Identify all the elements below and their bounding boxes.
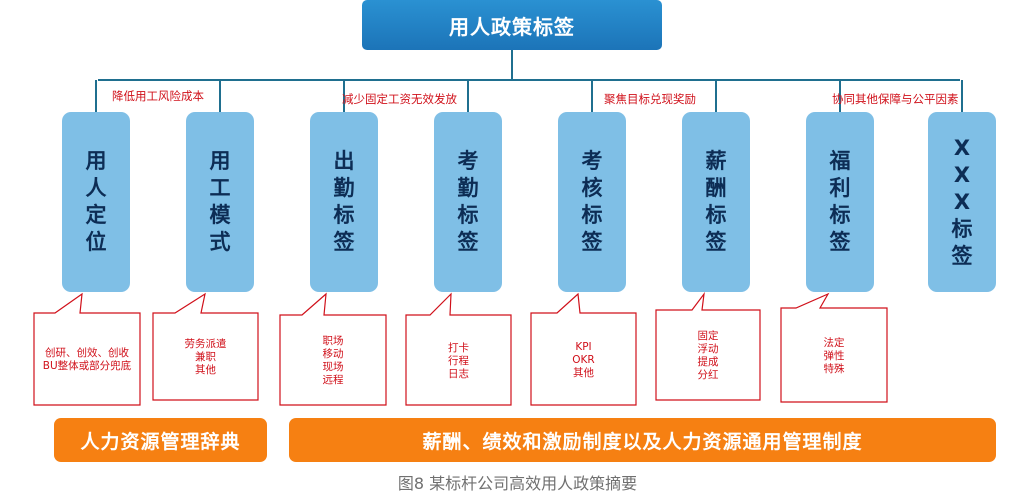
- callout-text: 职场 移动 现场 远程: [322, 335, 344, 386]
- dictionary-banner-text: 人力资源管理辞典: [80, 430, 241, 453]
- group-label: 减少固定工资无效发放: [342, 92, 457, 106]
- tag-connector: [219, 80, 221, 112]
- horizontal-connector: [98, 79, 960, 81]
- tag-box: 福利标签: [806, 112, 874, 292]
- policy-banner: 薪酬、绩效和激励制度以及人力资源通用管理制度: [289, 418, 996, 462]
- tag-connector: [839, 80, 841, 112]
- policy-banner-text: 薪酬、绩效和激励制度以及人力资源通用管理制度: [422, 430, 863, 453]
- callout-outline: [33, 292, 141, 406]
- tag-title: XXX标签: [951, 135, 973, 268]
- tag-title: 用人定位: [85, 149, 107, 254]
- callout-text: 打卡 行程 日志: [448, 341, 469, 380]
- root-connector: [511, 50, 513, 80]
- tag-box: 出勤标签: [310, 112, 378, 292]
- tag-box: 考核标签: [558, 112, 626, 292]
- group-label: 聚焦目标兑现奖励: [604, 92, 696, 106]
- dictionary-banner: 人力资源管理辞典: [54, 418, 267, 462]
- tag-title: 福利标签: [829, 149, 851, 254]
- tag-connector: [95, 80, 97, 112]
- callout-text: 固定 浮动 提成 分红: [697, 330, 719, 381]
- tag-title: 出勤标签: [333, 149, 355, 254]
- tag-title: 用工模式: [209, 149, 231, 254]
- callout-outline: [405, 292, 512, 406]
- root-title: 用人政策标签: [449, 14, 575, 39]
- tag-connector: [467, 80, 469, 112]
- figure-caption: 图8 某标杆公司高效用人政策摘要: [397, 474, 638, 493]
- tag-box: 考勤标签: [434, 112, 502, 292]
- tag-title: 薪酬标签: [705, 149, 727, 254]
- tag-box: 用工模式: [186, 112, 254, 292]
- callout-outline: [780, 292, 888, 403]
- tag-connector: [343, 80, 345, 112]
- tag-connector: [961, 80, 963, 112]
- tag-box: 用人定位: [62, 112, 130, 292]
- group-label: 降低用工风险成本: [112, 89, 204, 103]
- tag-box: XXX标签: [928, 112, 996, 292]
- tag-box: 薪酬标签: [682, 112, 750, 292]
- callout-text: 创研、创效、创收 BU整体或部分兜底: [42, 347, 132, 372]
- group-label: 协同其他保障与公平因素: [832, 92, 959, 106]
- tag-connector: [715, 80, 717, 112]
- callout-outline: [655, 291, 761, 401]
- callout-text: 劳务派遣 兼职 其他: [184, 338, 227, 376]
- tag-title: 考核标签: [581, 149, 603, 254]
- callout-outline: [279, 292, 387, 406]
- callout-text: KPI OKR 其他: [572, 340, 595, 379]
- callout-outline: [530, 292, 637, 406]
- tag-title: 考勤标签: [457, 149, 479, 254]
- root-title-box: 用人政策标签: [362, 0, 662, 50]
- callout-text: 法定 弹性 特殊: [823, 336, 845, 375]
- tag-connector: [591, 80, 593, 112]
- callout-outline: [152, 292, 259, 401]
